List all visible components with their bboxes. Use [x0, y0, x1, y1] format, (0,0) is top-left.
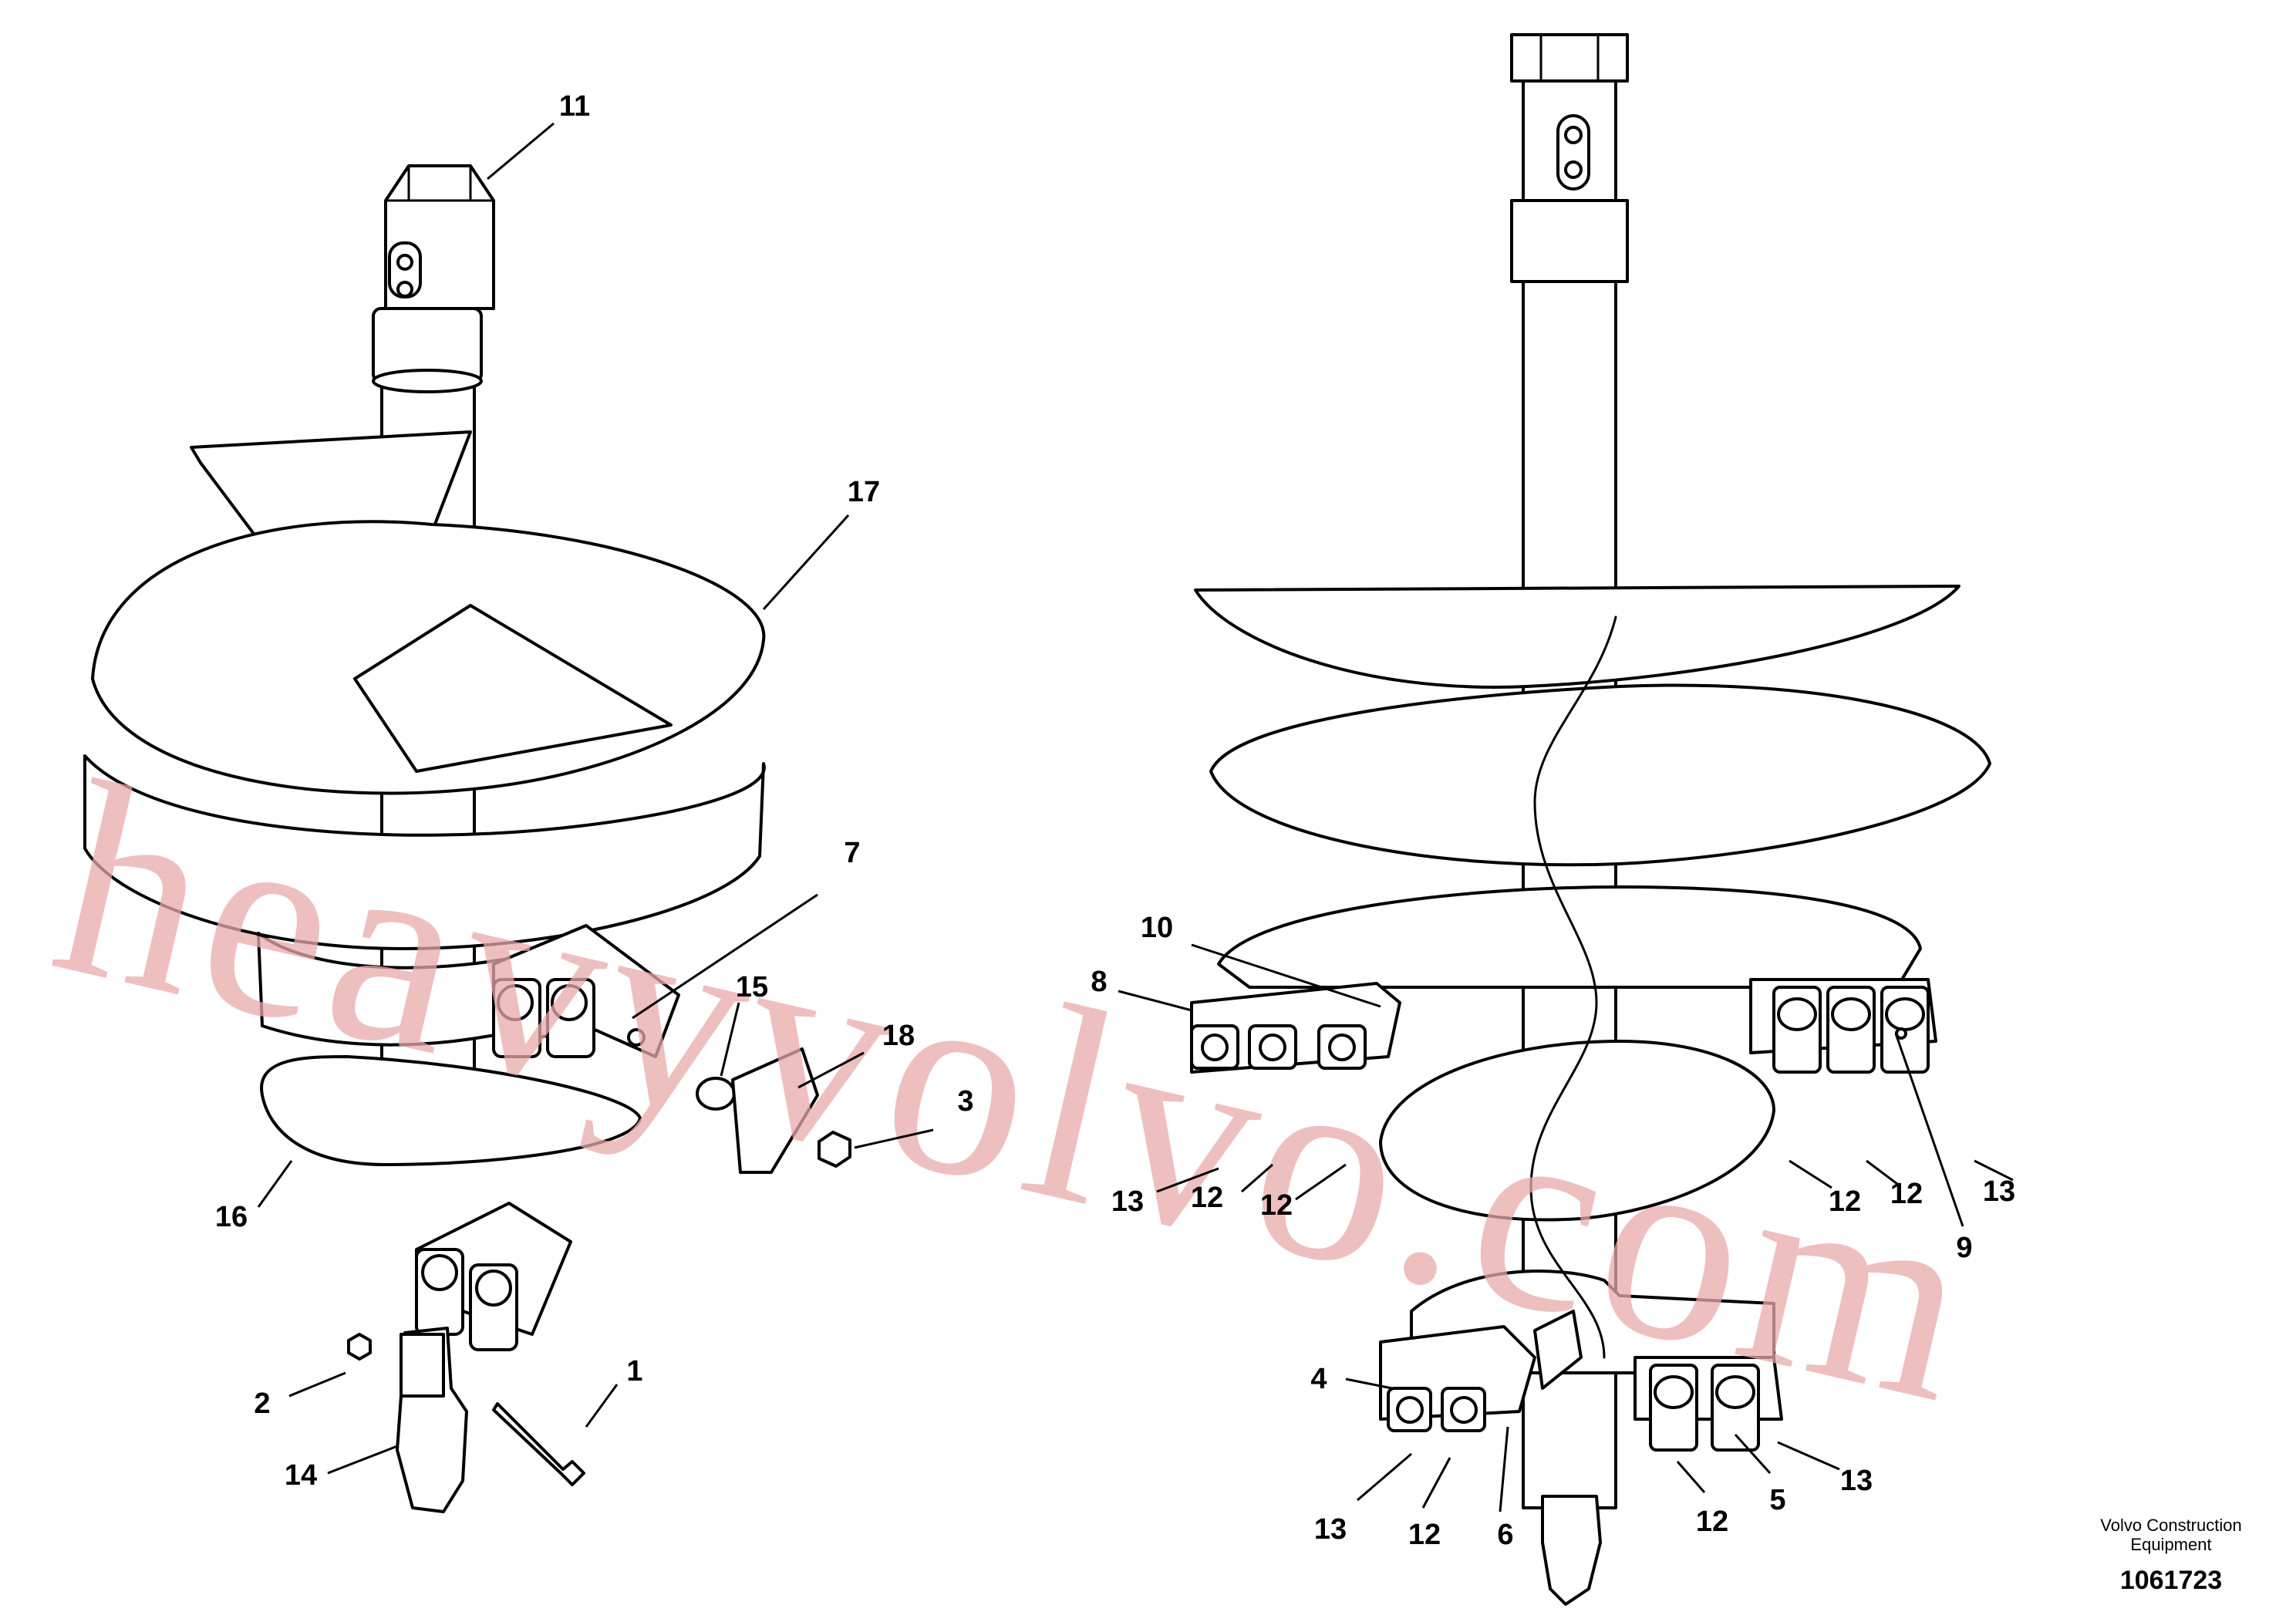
right-pilot-bit: [1541, 1495, 1602, 1606]
callout-7: 7: [844, 837, 860, 869]
callout-10: 10: [1141, 912, 1173, 944]
right-auger-assembly: [1190, 33, 1991, 1606]
footer-company-line2: Equipment: [2130, 1535, 2211, 1554]
right-flight-4: [1379, 1040, 1775, 1222]
right-hex-drive-top: [1510, 33, 1629, 83]
callout-15: 15: [736, 971, 768, 1003]
right-top-flight: [1194, 585, 1961, 689]
callout-12-upper-right-a: 12: [1829, 1185, 1861, 1218]
right-upper-left-tooth-holder: [1190, 982, 1401, 1074]
callout-13-upper-left: 13: [1111, 1185, 1144, 1218]
callout-labels: 11 17 7 15 18 3 16 1 2 14 10 8 13 12 12 …: [215, 90, 2015, 1551]
callout-13-upper-right: 13: [1983, 1175, 2015, 1208]
left-upper-tooth-holder: [492, 924, 680, 1058]
left-pilot-flight: [260, 1055, 642, 1166]
callout-5: 5: [1769, 1484, 1785, 1516]
left-lower-tooth-holder: [415, 1202, 572, 1351]
callout-12-lower-left: 12: [1408, 1519, 1441, 1551]
left-collar-ring: [372, 369, 483, 393]
callout-13-lower-right: 13: [1840, 1465, 1873, 1497]
right-flight-helix-edge: [1529, 615, 1617, 1359]
callout-17: 17: [848, 476, 880, 508]
callout-12-lower-right: 12: [1696, 1506, 1728, 1538]
callout-14: 14: [285, 1459, 317, 1492]
right-collar: [1510, 199, 1629, 283]
right-lower-right-tooth-holder: [1633, 1356, 1783, 1452]
footer-company-line1: Volvo Construction: [2100, 1516, 2241, 1535]
callout-13-lower-left: 13: [1314, 1513, 1347, 1546]
callout-4: 4: [1310, 1363, 1327, 1395]
drawing-footer: Volvo Construction Equipment 1061723: [2100, 1516, 2241, 1595]
callout-9: 9: [1956, 1232, 1972, 1264]
callout-3: 3: [957, 1085, 973, 1118]
right-flight-2: [1209, 683, 1991, 867]
left-flight-cut: [353, 604, 673, 773]
callout-2: 2: [254, 1388, 270, 1420]
leader-lines: [257, 122, 2014, 1512]
callout-8: 8: [1091, 966, 1107, 998]
left-nut-3: [818, 1131, 851, 1168]
drawing-number: 1061723: [2120, 1566, 2222, 1595]
left-bolt-1: [492, 1402, 585, 1486]
callout-11: 11: [559, 90, 590, 123]
callout-12-upper-left-b: 12: [1260, 1189, 1293, 1222]
callout-18: 18: [882, 1020, 915, 1052]
right-flight-3: [1217, 885, 1922, 989]
left-nut-2: [347, 1333, 372, 1361]
left-auger-assembly: [83, 164, 851, 1513]
right-lower-left-tooth-holder: [1379, 1310, 1583, 1432]
callout-1: 1: [626, 1355, 642, 1388]
callout-16: 16: [215, 1201, 248, 1233]
left-tooth-18: [731, 1047, 819, 1174]
callout-12-upper-left-a: 12: [1191, 1182, 1223, 1214]
right-upper-right-tooth-holder: [1749, 978, 1937, 1074]
callout-6: 6: [1497, 1519, 1513, 1551]
callout-12-upper-right-b: 12: [1890, 1178, 1923, 1210]
